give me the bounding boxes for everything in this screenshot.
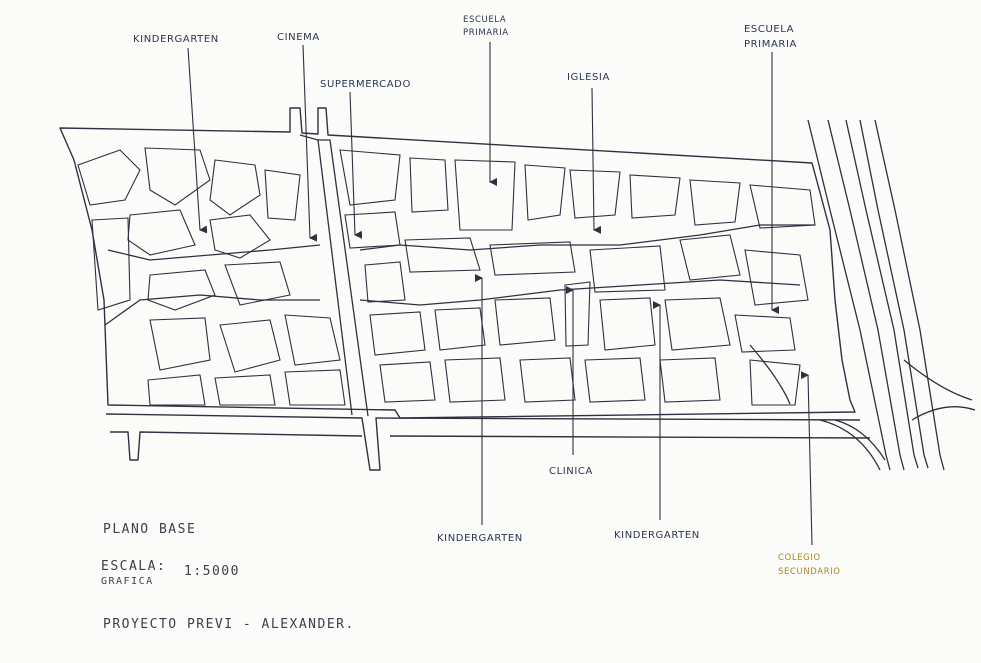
- label-escuela-primaria-1-l1: ESCUELA: [463, 15, 506, 25]
- highway: [749, 119, 976, 471]
- caption-project: PROYECTO PREVI - ALEXANDER.: [103, 617, 355, 632]
- label-colegio-l1: COLEGIO: [778, 553, 821, 563]
- label-leaders: [187, 42, 813, 546]
- site-outline: [59, 107, 871, 471]
- label-cinema: CINEMA: [277, 32, 320, 43]
- label-clinica: CLINICA: [549, 466, 593, 477]
- label-iglesia: IGLESIA: [567, 72, 610, 83]
- label-escuela-primaria-2-l2: PRIMARIA: [744, 39, 797, 50]
- label-colegio-l2: SECUNDARIO: [778, 567, 841, 577]
- label-escuela-primaria-1-l2: PRIMARIA: [463, 28, 509, 38]
- caption-ratio: 1:5000: [184, 564, 240, 579]
- label-kindergarten-bottom-2: KINDERGARTEN: [614, 530, 700, 541]
- label-supermercado: SUPERMERCADO: [320, 79, 411, 90]
- label-escuela-primaria-2-l1: ESCUELA: [744, 24, 794, 35]
- caption-title: PLANO BASE: [103, 522, 197, 537]
- label-kindergarten-top: KINDERGARTEN: [133, 34, 219, 45]
- label-kindergarten-bottom-1: KINDERGARTEN: [437, 533, 523, 544]
- caption-escala-sub: GRAFICA: [101, 576, 154, 587]
- main-streets: [104, 134, 815, 417]
- caption-escala: ESCALA:: [101, 559, 167, 574]
- organic-blocks: [77, 147, 816, 406]
